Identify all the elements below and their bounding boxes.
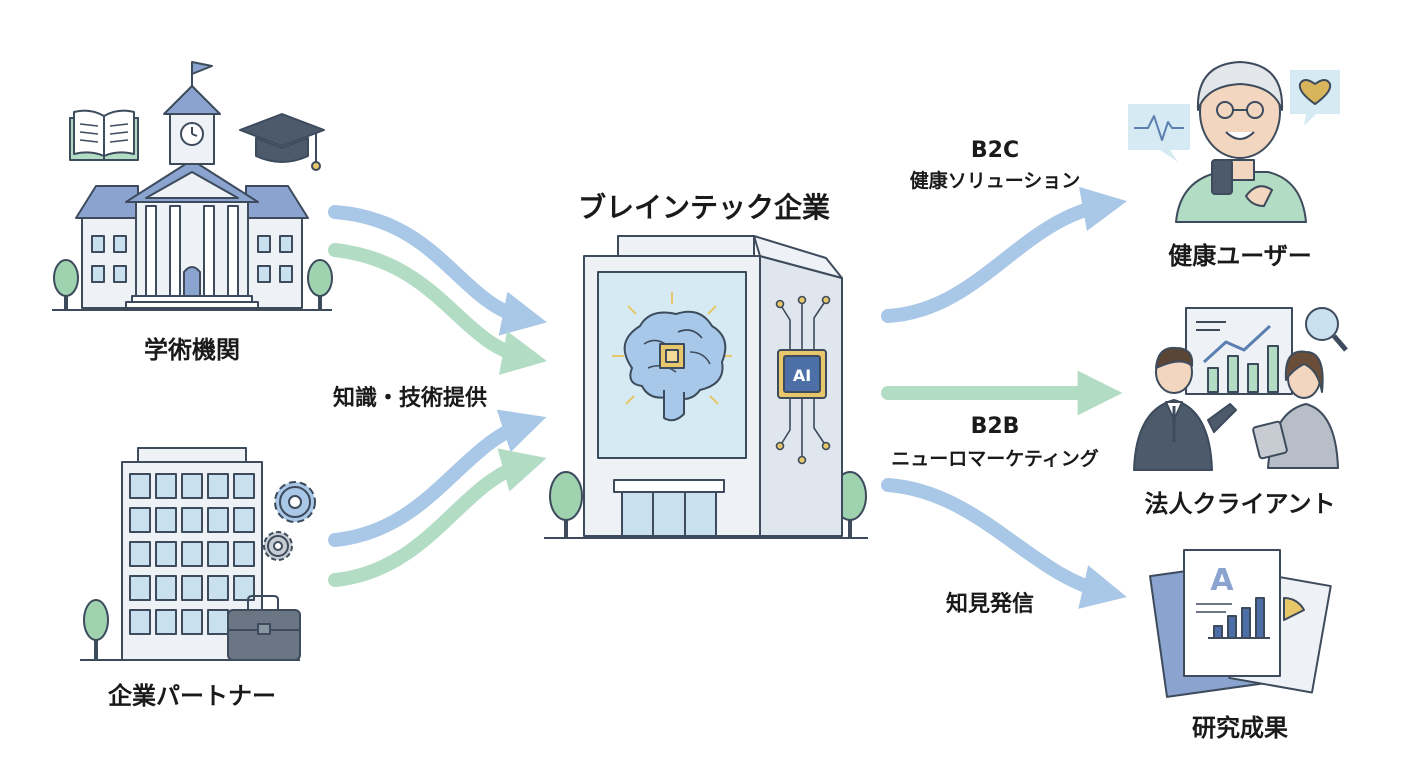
arrow-corporate-blue xyxy=(328,409,547,547)
research-document-icon: A xyxy=(1149,549,1332,698)
knowledge-dissemination-label: 知見発信 xyxy=(945,592,1035,617)
corporate-client-label: 法人クライアント xyxy=(1144,490,1336,518)
arrow-corporate-green xyxy=(328,448,547,587)
office-window xyxy=(155,575,177,601)
health-user-label: 健康ユーザー xyxy=(1168,242,1312,270)
brain-icon xyxy=(612,292,732,422)
university-icon xyxy=(52,61,333,311)
academic-label: 学術機関 xyxy=(144,336,240,364)
graduation-cap-icon xyxy=(239,113,325,171)
circuit-trace xyxy=(813,398,827,447)
arrow-academic-green xyxy=(328,243,548,375)
office-window xyxy=(207,541,229,567)
arrow-b2c xyxy=(881,186,1128,323)
office-window xyxy=(129,473,151,499)
office-window xyxy=(207,507,229,533)
circuit-node xyxy=(797,295,807,305)
heartbeat-bubble-icon xyxy=(1128,104,1190,162)
b2b-title: B2B xyxy=(970,414,1020,439)
b2c-subtitle: 健康ソリューション xyxy=(909,170,1081,192)
document-letter: A xyxy=(1210,563,1234,598)
office-window xyxy=(155,541,177,567)
briefcase-icon xyxy=(227,595,301,661)
office-window xyxy=(155,473,177,499)
arrow-research xyxy=(881,478,1127,609)
input-arrows xyxy=(328,205,548,587)
office-window xyxy=(233,541,255,567)
office-window xyxy=(181,609,203,635)
office-window xyxy=(155,609,177,635)
circuit-node xyxy=(775,441,785,451)
research-results-label: 研究成果 xyxy=(1192,714,1288,742)
office-window xyxy=(129,507,151,533)
b2c-title: B2C xyxy=(970,138,1020,163)
office-window xyxy=(155,507,177,533)
office-window xyxy=(207,575,229,601)
knowledge-flow-label: 知識・技術提供 xyxy=(332,386,488,411)
office-window xyxy=(181,507,203,533)
office-window xyxy=(181,473,203,499)
circuit-node xyxy=(797,455,807,465)
circuit-trace xyxy=(779,303,791,350)
circuit-trace xyxy=(813,299,827,350)
office-window xyxy=(181,541,203,567)
office-window xyxy=(181,575,203,601)
arrow-academic-blue xyxy=(328,205,547,336)
heart-bubble-icon xyxy=(1290,70,1340,126)
ai-chip-text: AI xyxy=(793,366,811,385)
circuit-node xyxy=(821,441,831,451)
office-window xyxy=(207,609,229,635)
ai-chip-icon: AI xyxy=(775,295,831,465)
office-window xyxy=(233,473,255,499)
circuit-node xyxy=(775,299,785,309)
corporate-partner-label: 企業パートナー xyxy=(108,682,276,710)
gear-icon xyxy=(263,481,316,561)
office-window xyxy=(233,575,255,601)
office-window xyxy=(207,473,229,499)
center-title: ブレインテック企業 xyxy=(577,191,831,224)
business-people-icon xyxy=(1133,307,1348,471)
output-arrows xyxy=(881,186,1128,609)
book-icon xyxy=(69,109,139,161)
office-window xyxy=(129,575,151,601)
office-window xyxy=(129,609,151,635)
office-window xyxy=(129,541,151,567)
b2b-subtitle: ニューロマーケティング xyxy=(891,448,1099,470)
circuit-node xyxy=(821,295,831,305)
circuit-trace xyxy=(779,398,791,447)
health-user-icon xyxy=(1175,61,1307,223)
office-window xyxy=(233,507,255,533)
